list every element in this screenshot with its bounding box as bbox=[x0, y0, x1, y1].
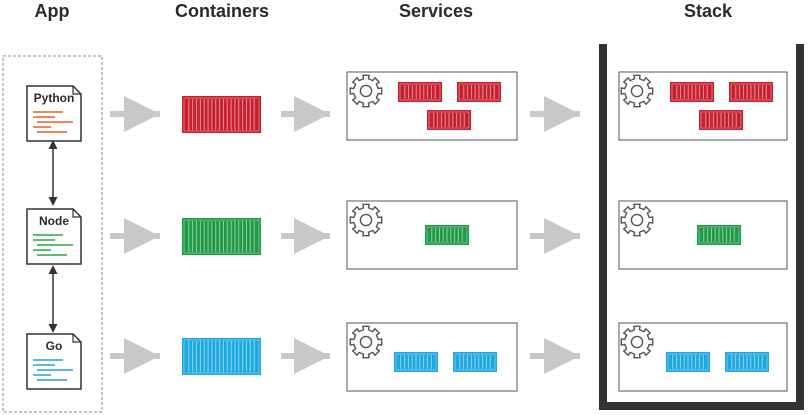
service-box-python bbox=[346, 71, 518, 141]
gear-icon bbox=[620, 74, 654, 108]
stack-go-replica-2 bbox=[725, 352, 769, 372]
app-doc-go: Go bbox=[26, 333, 82, 390]
stack-python-replica-3 bbox=[699, 110, 743, 130]
stack-python-replica-2 bbox=[729, 82, 773, 102]
row-node bbox=[110, 200, 788, 270]
app-heading: App bbox=[34, 1, 70, 21]
row-python bbox=[110, 71, 788, 141]
gear-icon bbox=[349, 74, 383, 108]
gear-icon bbox=[620, 203, 654, 237]
stack-frame bbox=[599, 44, 804, 410]
service-box-node bbox=[346, 200, 518, 270]
app-doc-python: Python bbox=[26, 85, 82, 142]
gear-icon bbox=[349, 203, 383, 237]
stack-service-box-python bbox=[618, 71, 788, 141]
app-label: Go bbox=[46, 339, 63, 353]
app-group-box bbox=[2, 55, 103, 413]
stack-go-replica-1 bbox=[666, 352, 710, 372]
service-node-replica-1 bbox=[425, 225, 469, 245]
service-python-replica-3 bbox=[427, 110, 471, 130]
service-python-replica-1 bbox=[398, 82, 442, 102]
service-go-replica-2 bbox=[453, 352, 497, 372]
app-doc-node: Node bbox=[26, 208, 82, 265]
service-go-replica-1 bbox=[394, 352, 438, 372]
row-go bbox=[110, 322, 788, 392]
service-python-replica-2 bbox=[457, 82, 501, 102]
container-node bbox=[182, 218, 261, 255]
containers-heading: Containers bbox=[174, 1, 270, 21]
container-go bbox=[182, 338, 261, 375]
app-label: Python bbox=[34, 91, 75, 105]
container-python bbox=[182, 96, 261, 133]
services-heading: Services bbox=[398, 1, 474, 21]
stack-python-replica-1 bbox=[670, 82, 714, 102]
stack-service-box-node bbox=[618, 200, 788, 270]
gear-icon bbox=[620, 325, 654, 359]
app-label: Node bbox=[39, 214, 69, 228]
service-box-go bbox=[346, 322, 518, 392]
stack-node-replica-1 bbox=[697, 225, 741, 245]
stack-heading: Stack bbox=[683, 1, 733, 21]
gear-icon bbox=[349, 325, 383, 359]
stack-service-box-go bbox=[618, 322, 788, 392]
